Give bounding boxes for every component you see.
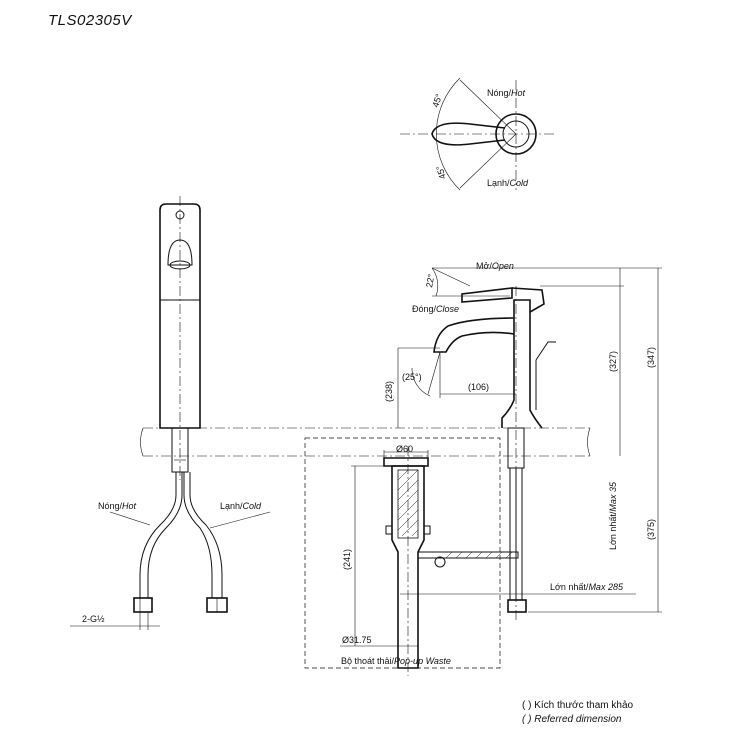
basin-outline [304, 437, 501, 669]
handle-lever-top [431, 122, 506, 135]
angle-bottom-label: 45° [434, 164, 448, 180]
side-view: 22° Mở/Open Đóng/Close (25°) (238) (106) [384, 261, 662, 620]
faucet-body-front [159, 203, 201, 429]
side-hose-fitting [507, 599, 527, 613]
cold-leader [209, 511, 271, 529]
dim-241-label: (241) [342, 549, 352, 570]
handle-lever-bottom [431, 133, 506, 146]
top-hot-label: Nóng/Hot [487, 88, 526, 98]
dim-375-label: (375) [646, 519, 656, 540]
legend-line-en: ( ) Referred dimension [522, 714, 622, 725]
spout-angle-label: (25°) [402, 372, 422, 382]
counter-lines [140, 427, 591, 669]
front-cold-label: Lạnh/Cold [220, 501, 262, 511]
waste-caption: Bộ thoát thải/Pop-up Waste [341, 656, 451, 666]
linkage-hatching [445, 551, 513, 559]
top-cold-label: Lạnh/Cold [487, 178, 529, 188]
dim-347-label: (347) [646, 347, 656, 368]
waste-flange [383, 457, 429, 467]
legend: ( ) Kích thước tham khảo ( ) Referred di… [522, 699, 633, 727]
hot-leader [109, 511, 151, 526]
top-view: 45° 45° Nóng/Hot Lạnh/Cold [400, 77, 556, 191]
waste-body [391, 465, 425, 669]
dim-238-label: (238) [384, 381, 394, 402]
waste-linkage-bar [417, 551, 519, 559]
hot-hose-inner [147, 472, 183, 598]
close-label: Đóng/Close [412, 304, 459, 314]
dim-max35-label: Lớn nhất/Max 35 [608, 481, 618, 550]
handle-cap [511, 287, 545, 313]
popup-rod-top [535, 341, 556, 361]
dim-327-label: (327) [608, 351, 618, 372]
lever-angle-label: 22° [424, 273, 436, 289]
angle-top-label: 45° [430, 92, 444, 108]
waste-nut-left [385, 525, 393, 535]
dim-max285-label: Lớn nhất/Max 285 [550, 582, 624, 592]
dia3175-label: Ø31.75 [342, 635, 372, 645]
dia60-label: Ø60 [396, 444, 413, 454]
popup-waste: Ø60 (241) Ø31.75 Bộ thoát thải/Pop-up Wa… [340, 444, 519, 676]
thread-label: 2-G½ [82, 614, 105, 624]
hot-hose-fitting [133, 597, 153, 613]
linkage-pivot [434, 556, 446, 568]
spout-profile [433, 317, 515, 353]
front-view: Nóng/Hot Lạnh/Cold 2-G½ [70, 196, 271, 630]
hot-hose-outer [139, 472, 177, 598]
spout-angle-line [427, 351, 441, 395]
faucet-body-side [501, 299, 543, 429]
cold-hose-inner [189, 472, 223, 598]
legend-line-vn: ( ) Kích thước tham khảo [522, 700, 634, 711]
spout-angle-arc [411, 367, 431, 397]
dim-106-label: (106) [468, 382, 489, 392]
open-position-line [431, 267, 471, 287]
lever-handle [461, 287, 513, 303]
open-label: Mở/Open [476, 261, 514, 271]
cold-hose-outer [183, 472, 213, 598]
counter-break-left [140, 427, 144, 457]
front-hot-label: Nóng/Hot [98, 501, 137, 511]
waste-nut-right [423, 525, 431, 535]
model-number: TLS02305V [48, 12, 132, 29]
body-circle-outer [495, 113, 537, 155]
body-circle-inner [502, 120, 530, 148]
counter-break-right [587, 427, 591, 457]
